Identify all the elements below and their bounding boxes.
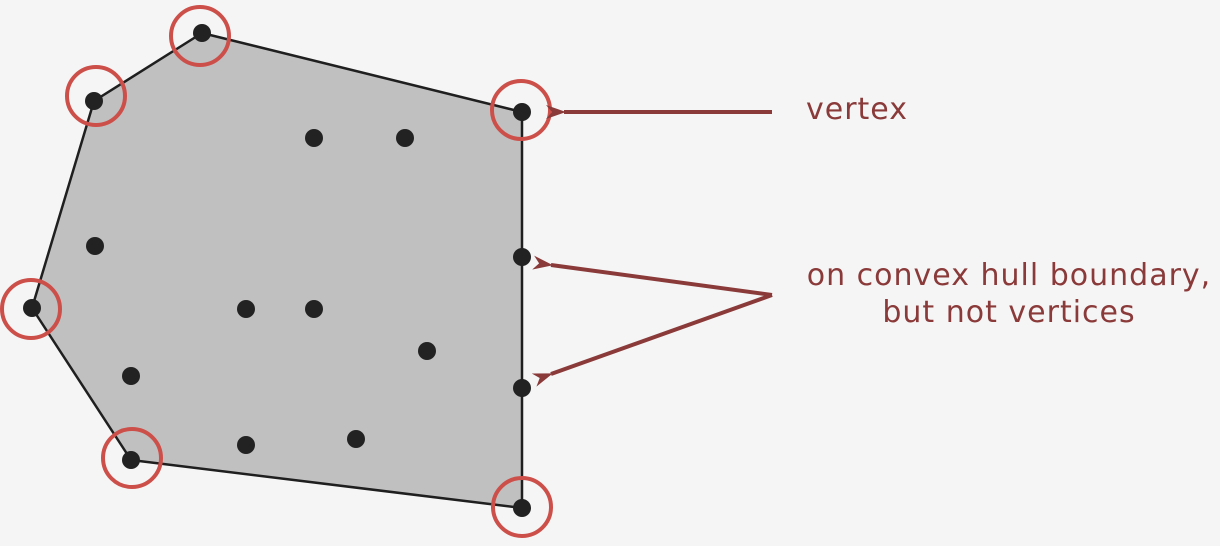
boundary-label-line2: but not vertices (882, 295, 1135, 330)
interior-point (237, 300, 255, 318)
convex-hull-polygon (30, 31, 524, 510)
vertex-point (193, 24, 211, 42)
vertex-ring (491, 476, 553, 538)
boundary-label-line1: on convex hull boundary, (807, 258, 1211, 293)
vertex-ring (65, 65, 127, 127)
interior-point (347, 430, 365, 448)
interior-point (122, 367, 140, 385)
vertex-point (513, 103, 531, 121)
vertex-ring (101, 427, 163, 489)
vertex-ring (0, 278, 62, 340)
vertex-point (23, 299, 41, 317)
interior-point (396, 129, 414, 147)
vertex-point (513, 499, 531, 517)
boundary-point (513, 248, 531, 266)
interior-point (237, 436, 255, 454)
vertex-point (122, 451, 140, 469)
boundary-point (513, 379, 531, 397)
boundary-arrow-lower (531, 293, 773, 387)
interior-point (418, 342, 436, 360)
interior-point (305, 129, 323, 147)
vertex-ring (169, 5, 231, 67)
vertex-point (85, 92, 103, 110)
interior-point (86, 237, 104, 255)
interior-point (305, 300, 323, 318)
boundary-arrow-upper (532, 255, 773, 297)
vertex-label: vertex (806, 92, 908, 127)
